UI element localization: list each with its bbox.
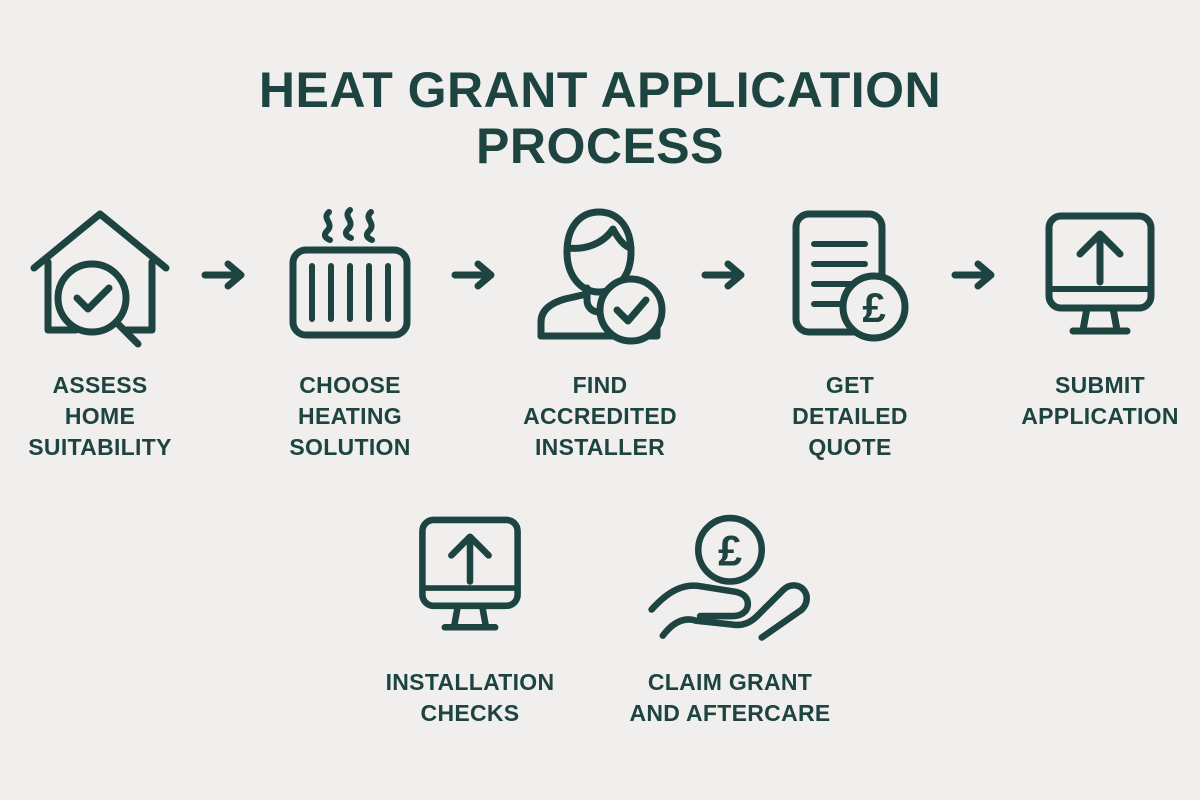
page-title-line-2: PROCESS — [475, 118, 724, 174]
process-step-find-accredited-installer: FIND ACCREDITED INSTALLER — [510, 200, 690, 463]
arrow-right-icon — [701, 260, 745, 290]
page-title-line-1: HEAT GRANT APPLICATION — [258, 62, 942, 118]
icon-container-step-2 — [275, 200, 425, 350]
process-step-label-5: SUBMIT APPLICATION — [1021, 372, 1179, 429]
connector-3 — [690, 200, 760, 350]
connector-4 — [940, 200, 1010, 350]
process-step-assess-home-suitability: ASSESS HOME SUITABILITY — [10, 200, 190, 463]
process-step-label-6: INSTALLATION CHECKS — [385, 669, 555, 726]
house-magnifier-check-icon — [30, 210, 170, 348]
process-step-get-detailed-quote: £ GET DETAILED QUOTE — [760, 200, 940, 463]
pound-symbol-quote: £ — [862, 284, 885, 331]
radiator-heat-icon — [289, 207, 411, 339]
monitor-upload-arrow-icon — [419, 516, 521, 631]
process-step-installation-checks: INSTALLATION CHECKS — [340, 505, 600, 729]
pound-symbol-grant: £ — [718, 528, 742, 576]
icon-container-step-4: £ — [780, 200, 920, 350]
arrow-right-icon — [951, 260, 995, 290]
process-step-choose-heating-solution: CHOOSE HEATING SOLUTION — [260, 200, 440, 463]
process-step-label-4: GET DETAILED QUOTE — [792, 372, 908, 460]
icon-container-step-1 — [20, 200, 180, 350]
process-step-label-7: CLAIM GRANT AND AFTERCARE — [629, 669, 831, 726]
arrow-right-icon — [201, 260, 245, 290]
icon-container-step-5 — [1035, 200, 1165, 350]
page-title: HEAT GRANT APPLICATION PROCESS — [0, 62, 1200, 174]
process-row-top: ASSESS HOME SUITABILITY — [28, 200, 1178, 463]
arrow-right-icon — [451, 260, 495, 290]
connector-2 — [440, 200, 510, 350]
monitor-upload-arrow-icon — [1045, 212, 1155, 335]
process-step-claim-grant-and-aftercare: £ CLAIM GRANT AND AFTERCARE — [600, 505, 860, 729]
process-step-label-1: ASSESS HOME SUITABILITY — [28, 372, 172, 460]
icon-container-step-6 — [405, 505, 535, 645]
hand-holding-pound-coin-icon: £ — [648, 514, 810, 641]
process-step-submit-application: SUBMIT APPLICATION — [1010, 200, 1190, 432]
icon-container-step-7: £ — [640, 505, 820, 645]
process-step-label-3: FIND ACCREDITED INSTALLER — [523, 372, 677, 460]
person-check-badge-icon — [537, 208, 666, 345]
document-pound-coin-icon: £ — [792, 210, 909, 342]
icon-container-step-3 — [525, 200, 675, 350]
connector-1 — [190, 200, 260, 350]
process-step-label-2: CHOOSE HEATING SOLUTION — [289, 372, 411, 460]
process-row-bottom: INSTALLATION CHECKS £ CLAIM GRANT AND AF… — [240, 505, 960, 729]
